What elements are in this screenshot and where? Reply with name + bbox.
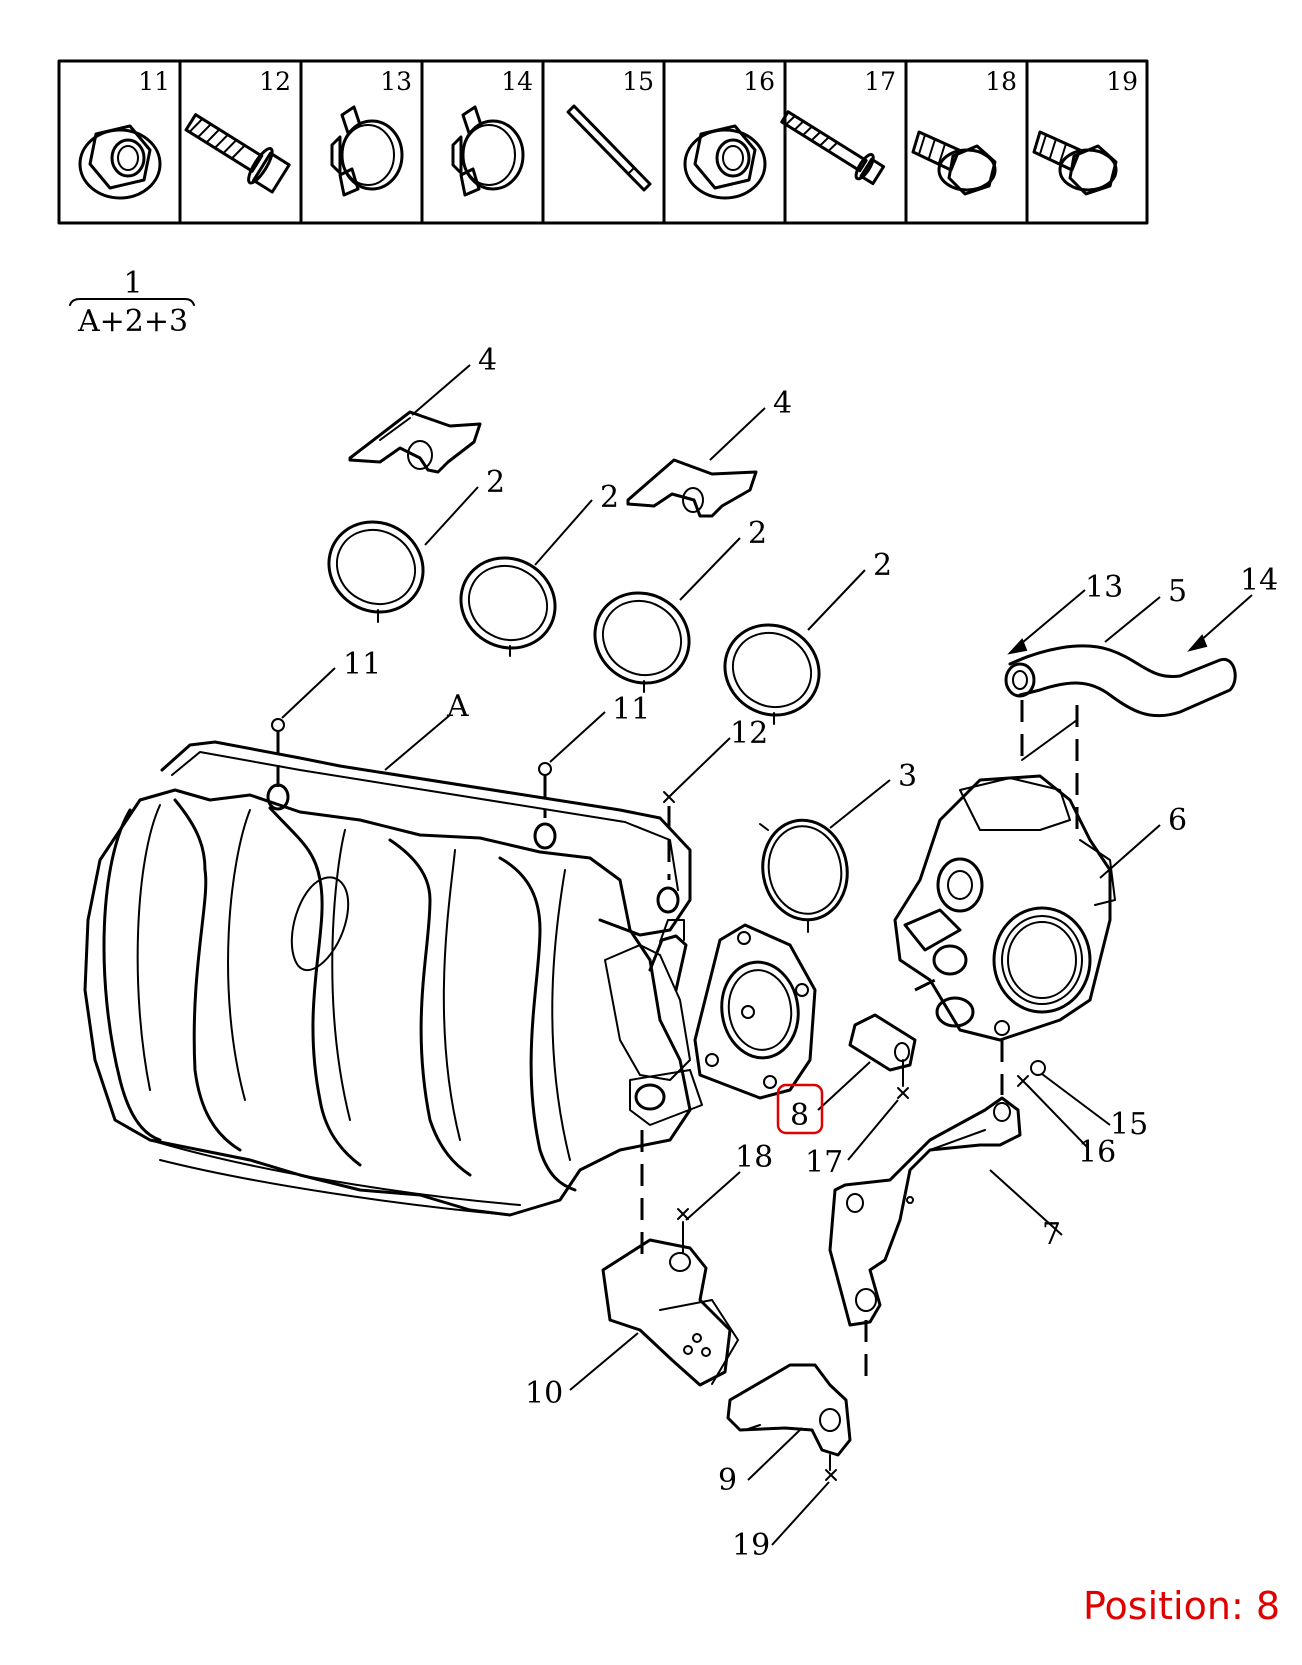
bolt-marker-12 [663, 791, 675, 803]
flange-nut-icon [78, 124, 162, 200]
header-part-number: 16 [743, 67, 775, 96]
assembly-number: 1 [123, 266, 142, 301]
flange-nut-icon [683, 124, 767, 200]
highlight-box-part-8[interactable] [776, 1083, 824, 1135]
callout-11: 11 [343, 647, 381, 682]
small-plate [848, 1013, 917, 1072]
callout-9: 9 [718, 1463, 737, 1498]
callout-6: 6 [1168, 803, 1187, 838]
callout-5: 5 [1168, 574, 1187, 609]
nut-marker-11 [538, 762, 552, 776]
throttle-body-part-6 [893, 774, 1116, 1042]
map-sensor-part-10 [601, 1238, 739, 1387]
header-part-number: 12 [259, 67, 291, 96]
bracket-part-7 [828, 1096, 1022, 1327]
bolt-icon [184, 113, 291, 194]
callout-3: 3 [898, 759, 917, 794]
leader-lines [281, 364, 1253, 1546]
callout-2: 2 [873, 548, 892, 583]
callout-12: 12 [730, 716, 768, 751]
clip-part-4 [626, 458, 758, 518]
intake-gasket-2 [327, 520, 425, 623]
callout-labels: 4 4 2 2 2 2 11 11 A 12 3 13 5 14 6 8 17 … [343, 343, 1278, 1563]
callout-14: 14 [1240, 563, 1278, 598]
parts-header-table: 11 12 13 14 15 16 17 18 19 [57, 59, 1149, 225]
bolt-marker-16 [1017, 1075, 1029, 1087]
coolant-hose-part-5 [1004, 644, 1237, 718]
header-part-number: 15 [622, 67, 654, 96]
long-bolt-icon [780, 110, 886, 186]
nut-marker-11 [271, 718, 285, 732]
callout-18: 18 [735, 1140, 773, 1175]
callout-17: 17 [805, 1145, 843, 1180]
callout-11: 11 [612, 692, 650, 727]
intake-gasket-2 [593, 591, 691, 693]
bolt-marker-17 [897, 1087, 909, 1099]
intake-manifold-A [83, 740, 703, 1217]
header-part-number: 14 [501, 67, 533, 96]
position-indicator: Position: 8 [1082, 1584, 1280, 1628]
hose-clamp-icon [330, 105, 404, 197]
clip-part-4 [348, 410, 482, 474]
callout-2: 2 [600, 480, 619, 515]
bracket-part-9 [726, 1363, 852, 1457]
intake-gasket-2 [723, 623, 821, 725]
header-part-number: 18 [985, 67, 1017, 96]
header-part-number: 13 [380, 67, 412, 96]
callout-16: 16 [1078, 1135, 1116, 1170]
assembly-contents: A+2+3 [77, 304, 188, 339]
callout-13: 13 [1085, 570, 1123, 605]
callout-15: 15 [1110, 1107, 1148, 1142]
header-part-number: 11 [138, 67, 170, 96]
intake-gasket-2 [459, 556, 557, 657]
nut-marker-15 [1030, 1060, 1046, 1076]
header-part-number: 19 [1106, 67, 1138, 96]
hex-bolt-icon [911, 130, 997, 196]
assembly-note: 1 A+2+3 [69, 266, 195, 339]
callout-7: 7 [1042, 1217, 1061, 1252]
hose-clamp-icon [451, 105, 525, 197]
callout-2: 2 [748, 516, 767, 551]
callout-A: A [446, 689, 469, 724]
throttle-gasket-3 [759, 818, 849, 933]
pin-icon [566, 104, 652, 192]
callout-2: 2 [486, 465, 505, 500]
hex-bolt-icon [1032, 130, 1118, 196]
spacer-plate-part-8 [693, 923, 817, 1100]
callout-4: 4 [773, 386, 792, 421]
callout-19: 19 [732, 1528, 770, 1563]
bolt-marker-19 [825, 1469, 837, 1481]
callout-10: 10 [525, 1376, 563, 1411]
callout-4: 4 [478, 343, 497, 378]
header-part-number: 17 [864, 67, 896, 96]
callout-8[interactable]: 8 [790, 1098, 809, 1133]
bolt-marker-18 [677, 1208, 689, 1220]
